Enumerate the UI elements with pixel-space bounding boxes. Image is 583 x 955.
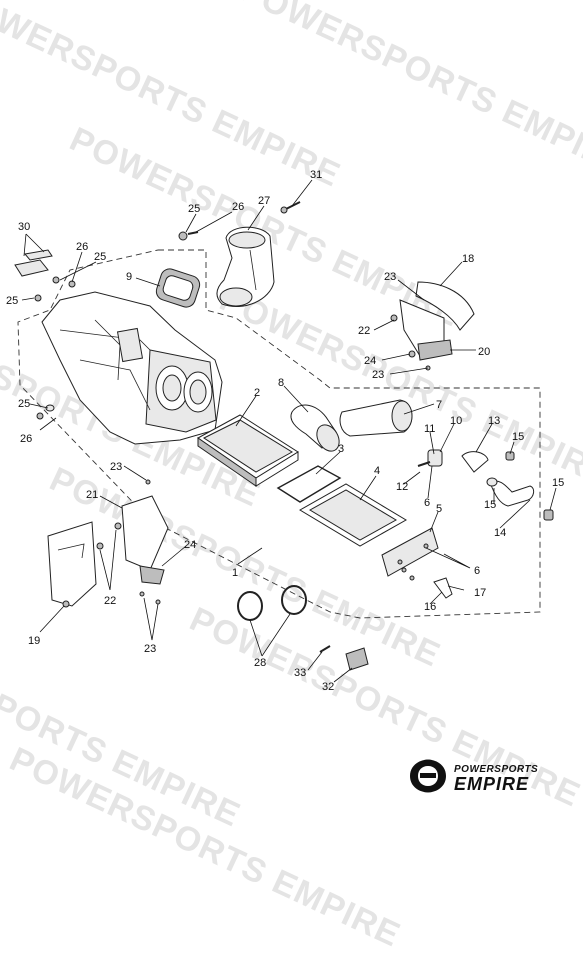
part-27-intake-duct	[216, 226, 275, 308]
part-4-frame	[299, 483, 407, 547]
callout-32: 32	[322, 681, 334, 693]
callout-5: 5	[436, 503, 442, 515]
part-25-26-fasteners-top	[34, 231, 199, 420]
callout-22: 22	[104, 595, 116, 607]
callout-31: 31	[310, 169, 322, 181]
callout-22: 22	[358, 325, 370, 337]
callout-25: 25	[94, 251, 106, 263]
callout-21: 21	[86, 489, 98, 501]
callout-6: 6	[474, 565, 480, 577]
part-31-screw	[280, 201, 301, 214]
part-30-pad	[14, 249, 53, 277]
callout-23: 23	[372, 369, 384, 381]
callout-labels: 31 27 26 25 30 26 25 25 9 18 23 22 24 23…	[6, 169, 564, 693]
empire-e-logo-icon	[410, 759, 446, 793]
callout-24: 24	[364, 355, 376, 367]
callout-15: 15	[512, 431, 524, 443]
part-9-seal	[155, 268, 201, 308]
part-28-clamps	[237, 585, 307, 621]
part-7-duct	[339, 399, 413, 437]
leader-lines	[21, 179, 557, 683]
callout-19: 19	[28, 635, 40, 647]
callout-14: 14	[494, 527, 506, 539]
callout-23: 23	[110, 461, 122, 473]
callout-16: 16	[424, 601, 436, 613]
callout-24: 24	[184, 539, 196, 551]
callout-23: 23	[144, 643, 156, 655]
callout-13: 13	[488, 415, 500, 427]
part-8-hose	[290, 404, 340, 452]
callout-25: 25	[18, 398, 30, 410]
callout-26: 26	[76, 241, 88, 253]
callout-11: 11	[424, 423, 435, 435]
callout-9: 9	[126, 271, 132, 283]
part-10-15-hose-set	[417, 449, 554, 521]
exploded-parts-diagram: 31 27 26 25 30 26 25 25 9 18 23 22 24 23…	[6, 169, 564, 693]
callout-17: 17	[474, 587, 486, 599]
callout-2: 2	[254, 387, 260, 399]
callout-4: 4	[374, 465, 380, 477]
callout-23: 23	[384, 271, 396, 283]
part-32-33-sensor	[319, 645, 369, 671]
callout-6: 6	[424, 497, 430, 509]
assembly-boundary-dashed	[17, 249, 541, 619]
callout-28: 28	[254, 657, 266, 669]
callout-7: 7	[436, 399, 442, 411]
part-19-21-side-covers	[47, 479, 169, 608]
powersports-empire-logo: POWERSPORTS EMPIRE	[406, 756, 566, 798]
logo-line-2: EMPIRE	[454, 774, 530, 794]
callout-3: 3	[338, 443, 344, 455]
part-3-gasket	[276, 465, 342, 503]
callout-30: 30	[18, 221, 30, 233]
callout-8: 8	[278, 377, 284, 389]
callout-15: 15	[484, 499, 496, 511]
airbox-housing	[41, 291, 223, 445]
callout-26: 26	[20, 433, 32, 445]
callout-33: 33	[294, 667, 306, 679]
callout-26: 26	[232, 201, 244, 213]
callout-20: 20	[478, 346, 490, 358]
callout-15: 15	[552, 477, 564, 489]
callout-25: 25	[6, 295, 18, 307]
part-16-17-brackets	[401, 567, 453, 599]
logo-line-1: POWERSPORTS	[454, 764, 539, 775]
callout-18: 18	[462, 253, 474, 265]
callout-12: 12	[396, 481, 408, 493]
part-18-20-brackets	[390, 281, 475, 371]
callout-10: 10	[450, 415, 462, 427]
callout-25: 25	[188, 203, 200, 215]
callout-27: 27	[258, 195, 270, 207]
part-2-air-filter	[197, 414, 299, 487]
callout-1: 1	[232, 567, 238, 579]
part-5-plate	[381, 527, 439, 577]
